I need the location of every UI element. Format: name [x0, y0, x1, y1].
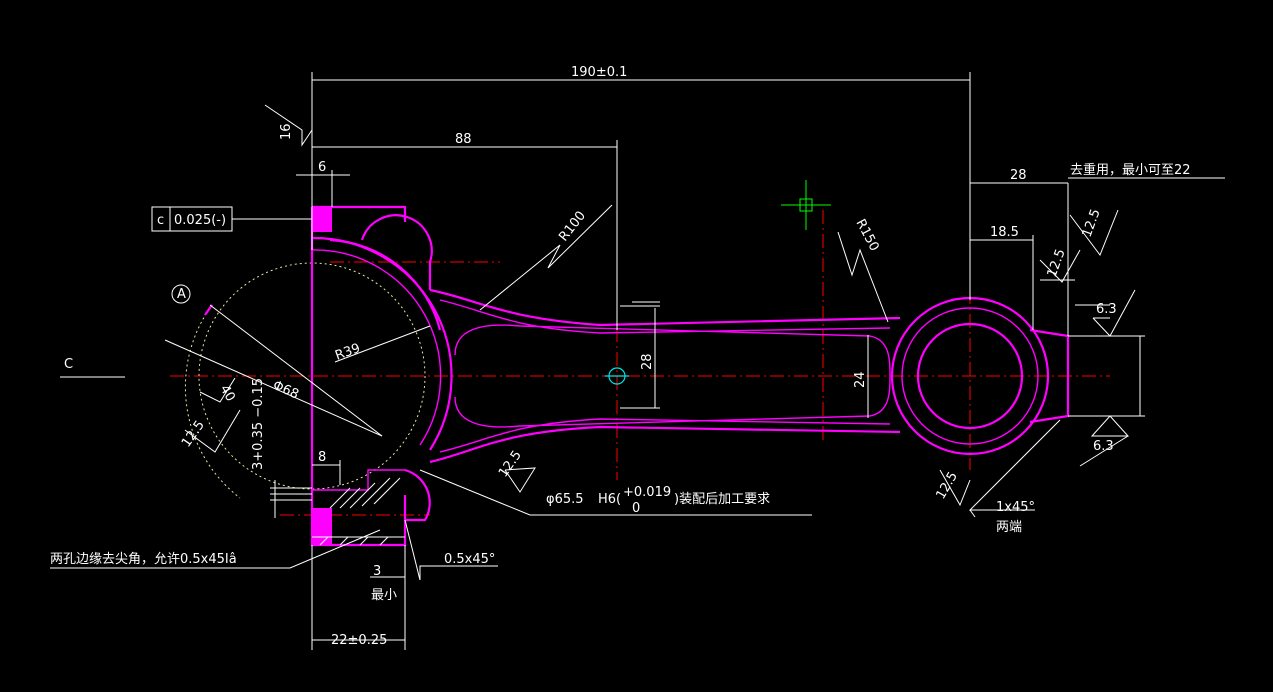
outer-reference-arc: [184, 304, 241, 499]
diameter-68: Φ68: [270, 378, 301, 403]
bottom-bolt-boss: [404, 468, 431, 522]
top-bolt-boss: [360, 214, 433, 290]
small-end-bore: [916, 322, 1024, 430]
dim-6: 6: [318, 160, 326, 175]
roughness-6-3-bottom: 6.3: [1093, 439, 1114, 454]
dim-28-web: 28: [640, 353, 655, 370]
radius-r100: R100: [556, 209, 589, 245]
big-end-rib-arc: [329, 238, 442, 331]
section-outline: [312, 469, 405, 491]
dim-24-web: 24: [853, 371, 868, 388]
big-end-bore-inner-arc: [311, 249, 442, 446]
note-chamfer-0-5x45: 0.5x45°: [444, 552, 495, 567]
outline-tick: [204, 304, 213, 316]
small-end-boss: [1029, 328, 1070, 424]
shank-bottom-inner: [439, 418, 891, 453]
bottom-pad-fill: [312, 508, 332, 545]
dim-overall-190: 190±0.1: [571, 65, 627, 80]
roughness-12-5-e: 12.5: [1080, 207, 1104, 239]
web-recess: [454, 324, 891, 428]
note-assembly-diameter: φ65.5: [546, 492, 584, 507]
shank-top-inner: [439, 299, 891, 334]
note-hole-edges: 两孔边缘去尖角，允许0.5x45Ιâ: [50, 551, 237, 567]
note-assembly-tol-upper: +0.019: [623, 485, 671, 500]
roughness-12-5-a: 12.5: [179, 418, 208, 450]
tolerance-3: 3+0.35 −0.15: [251, 378, 266, 470]
connecting-rod-outline: [204, 205, 1070, 547]
dim-16: 16: [279, 123, 294, 140]
circle-label-a: A: [177, 287, 186, 302]
note-min-label: 最小: [371, 588, 397, 603]
dim-18-5: 18.5: [990, 225, 1019, 240]
note-assembly-tol-lower: 0: [632, 501, 640, 516]
dim-28-top: 28: [1010, 168, 1027, 183]
section-hatching: [312, 477, 405, 546]
dim-width-22: 22±0.25: [331, 633, 387, 648]
radius-r39: R39: [333, 341, 362, 364]
roughness-40: 40: [217, 383, 238, 405]
note-assembly-fit: H6(: [598, 492, 621, 507]
note-min-3: 3: [373, 564, 381, 579]
note-chamfer-1x45: 1x45°: [996, 500, 1035, 515]
roughness-12-5-d: 12.5: [1045, 247, 1069, 279]
shank-bottom-outer: [429, 425, 901, 464]
roughness-12-5-b: 12.5: [496, 448, 525, 480]
radius-r150: R150: [852, 217, 881, 254]
cad-crosshair-cursor[interactable]: [781, 180, 831, 230]
tolerance-frame-symbol: c: [157, 213, 164, 228]
top-pad-fill: [312, 207, 332, 232]
note-assembly-suffix: )装配后加工要求: [674, 492, 770, 507]
roughness-6-3-top: 6.3: [1096, 302, 1117, 317]
small-end-inner-circle: [901, 307, 1039, 445]
note-both-ends: 两端: [996, 520, 1022, 535]
dimension-geometry: [50, 72, 1225, 650]
tolerance-frame-value: 0.025(-): [174, 213, 226, 228]
datum-marker-c: C: [64, 357, 73, 372]
roughness-12-5-c: 12.5: [933, 469, 960, 502]
note-reduce-weight: 去重用，最小可至22: [1070, 162, 1191, 178]
shank-top-outer: [429, 288, 901, 327]
dim-88: 88: [455, 132, 472, 147]
dimension-labels: 190±0.1 88 6 16 28 18.5 28 24 R100 R150 …: [50, 65, 1191, 648]
center-mark-icon: [605, 367, 629, 385]
dim-8: 8: [318, 450, 326, 465]
